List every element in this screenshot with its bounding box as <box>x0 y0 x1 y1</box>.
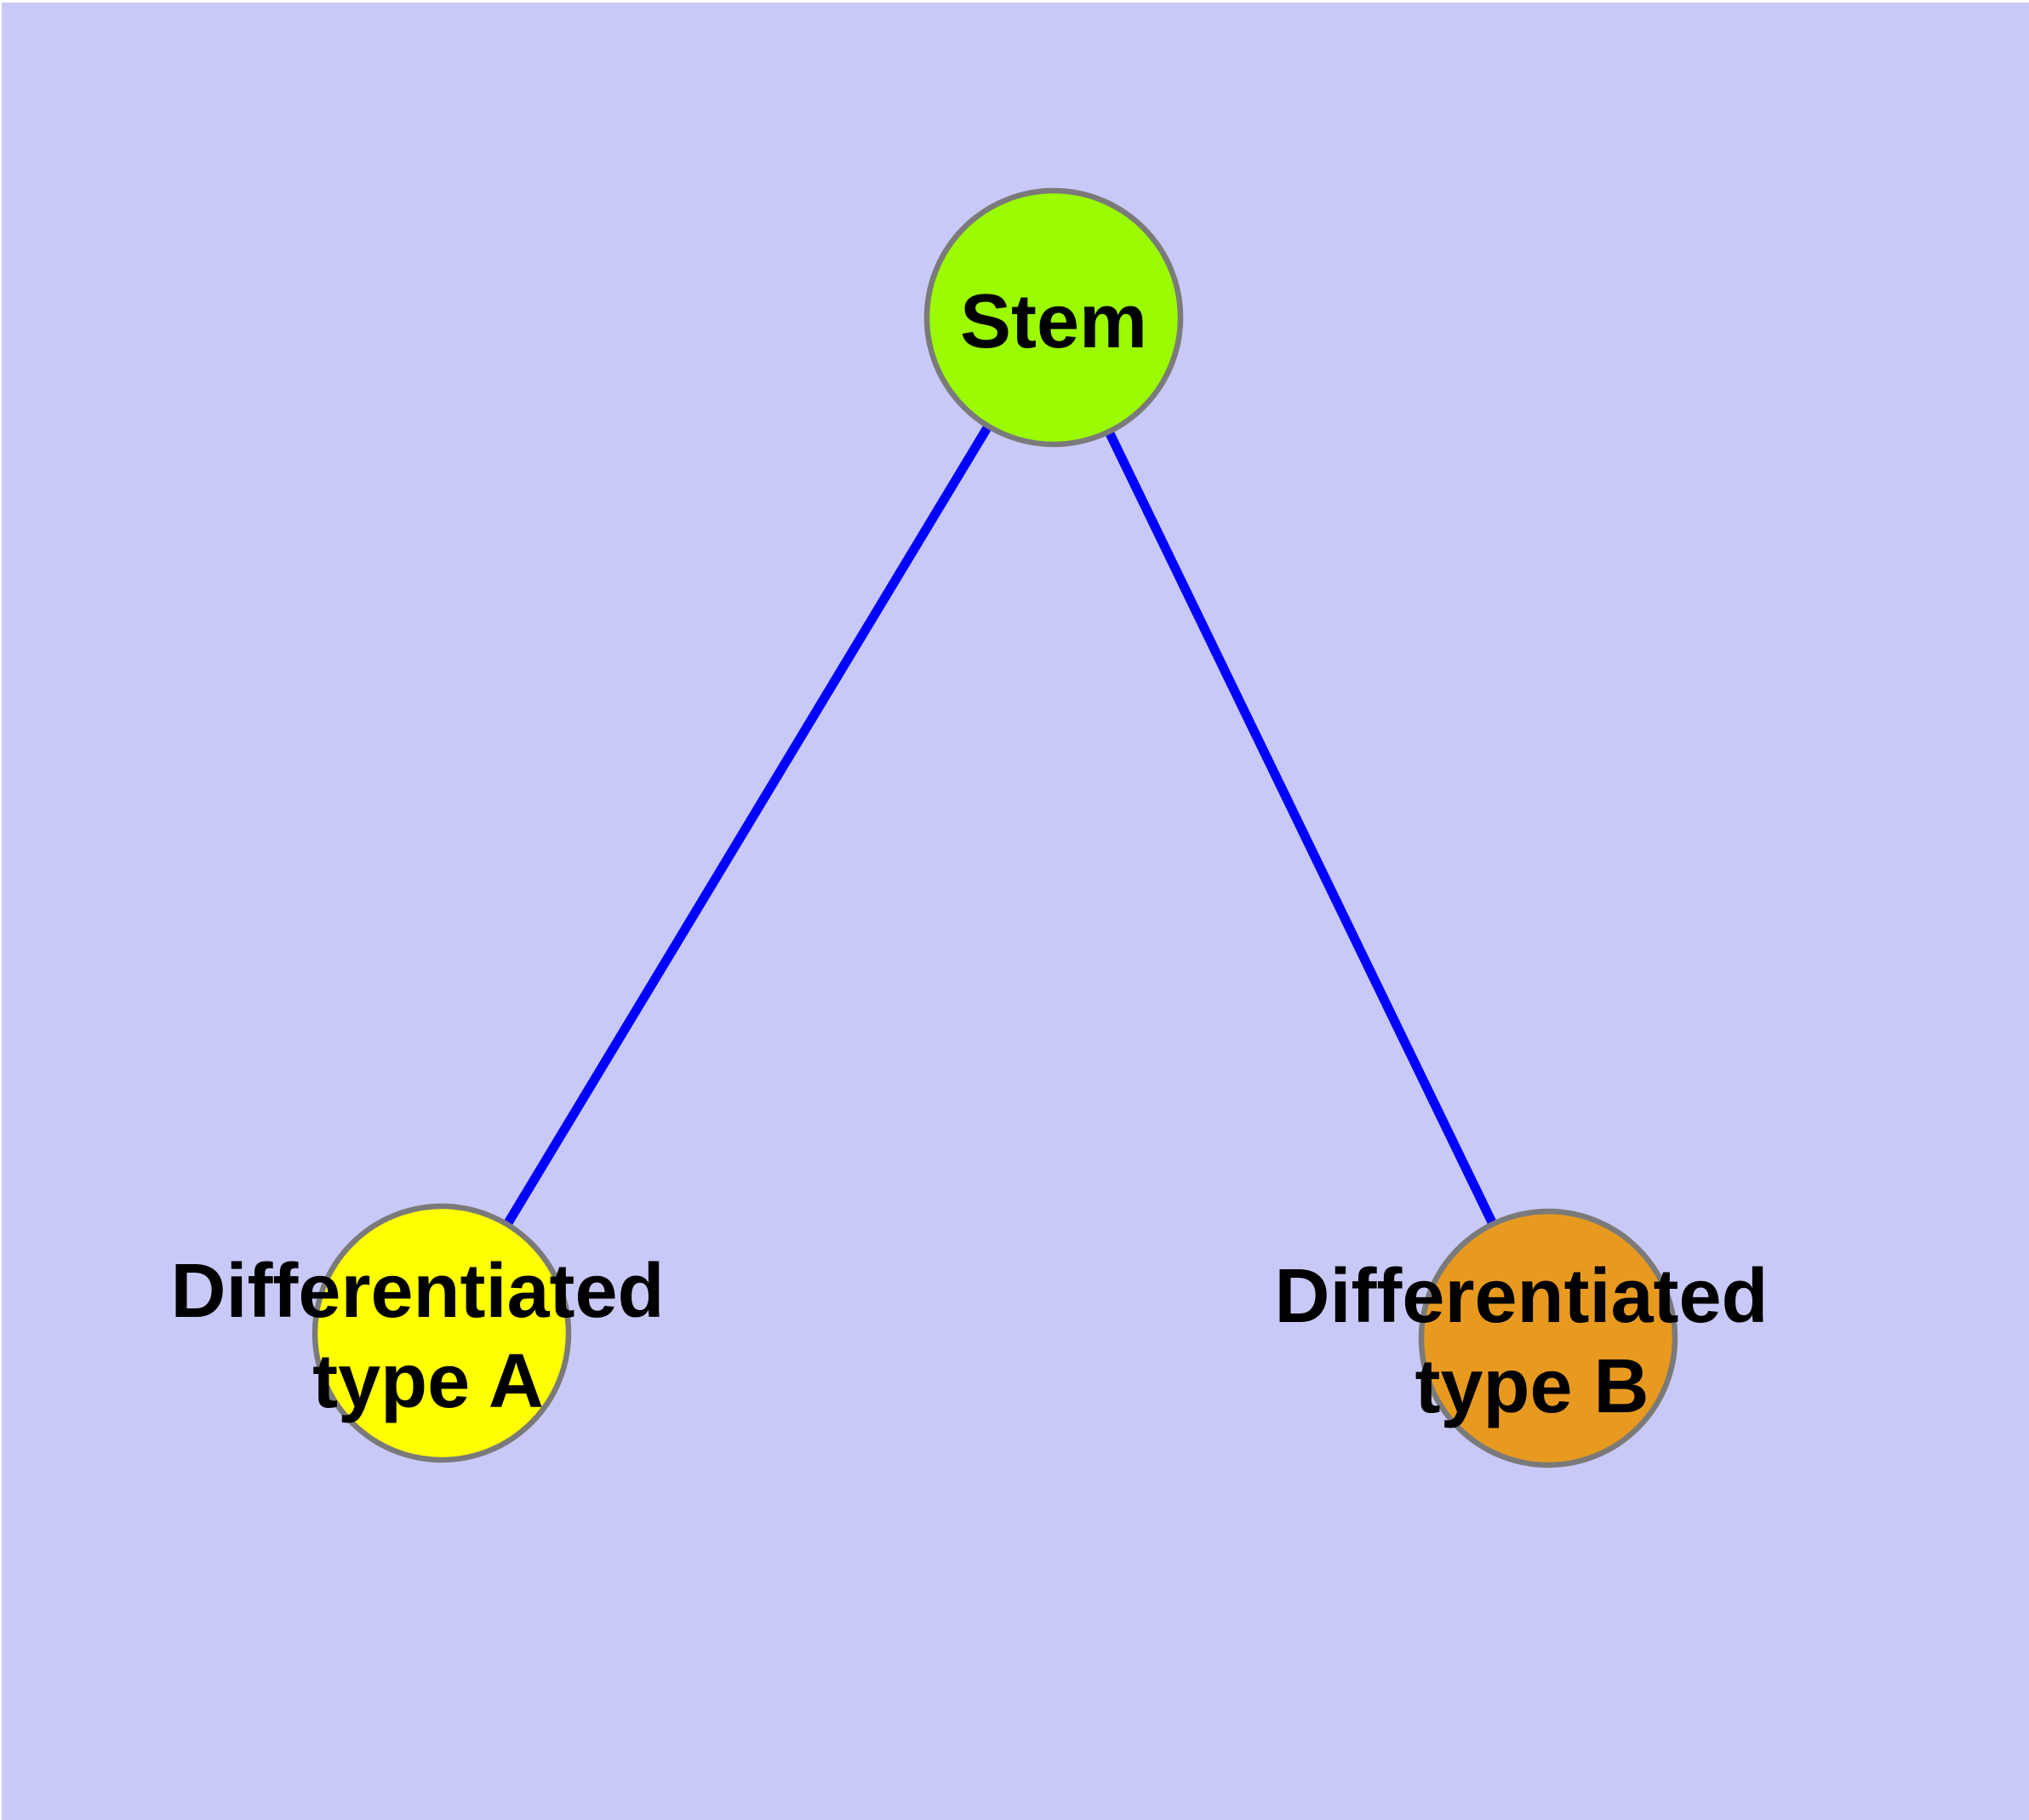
node-type-a-label-line2: type A <box>312 1339 544 1424</box>
node-type-b-label-line1: Differentiated <box>1274 1254 1768 1339</box>
node-type-a-label: Differentiated type A <box>170 1249 685 1424</box>
node-type-b-label: Differentiated type B <box>1274 1254 1789 1429</box>
node-type-a <box>311 1203 572 1463</box>
edge-stem-to-type-b <box>1049 315 1552 1341</box>
node-type-b <box>1418 1208 1678 1468</box>
edge-stem-to-type-a <box>437 315 1058 1336</box>
node-type-b-label-line2: type B <box>1415 1344 1649 1429</box>
node-stem-label: Stem <box>960 279 1147 364</box>
node-stem <box>923 187 1184 448</box>
node-type-a-label-line1: Differentiated <box>170 1249 664 1334</box>
